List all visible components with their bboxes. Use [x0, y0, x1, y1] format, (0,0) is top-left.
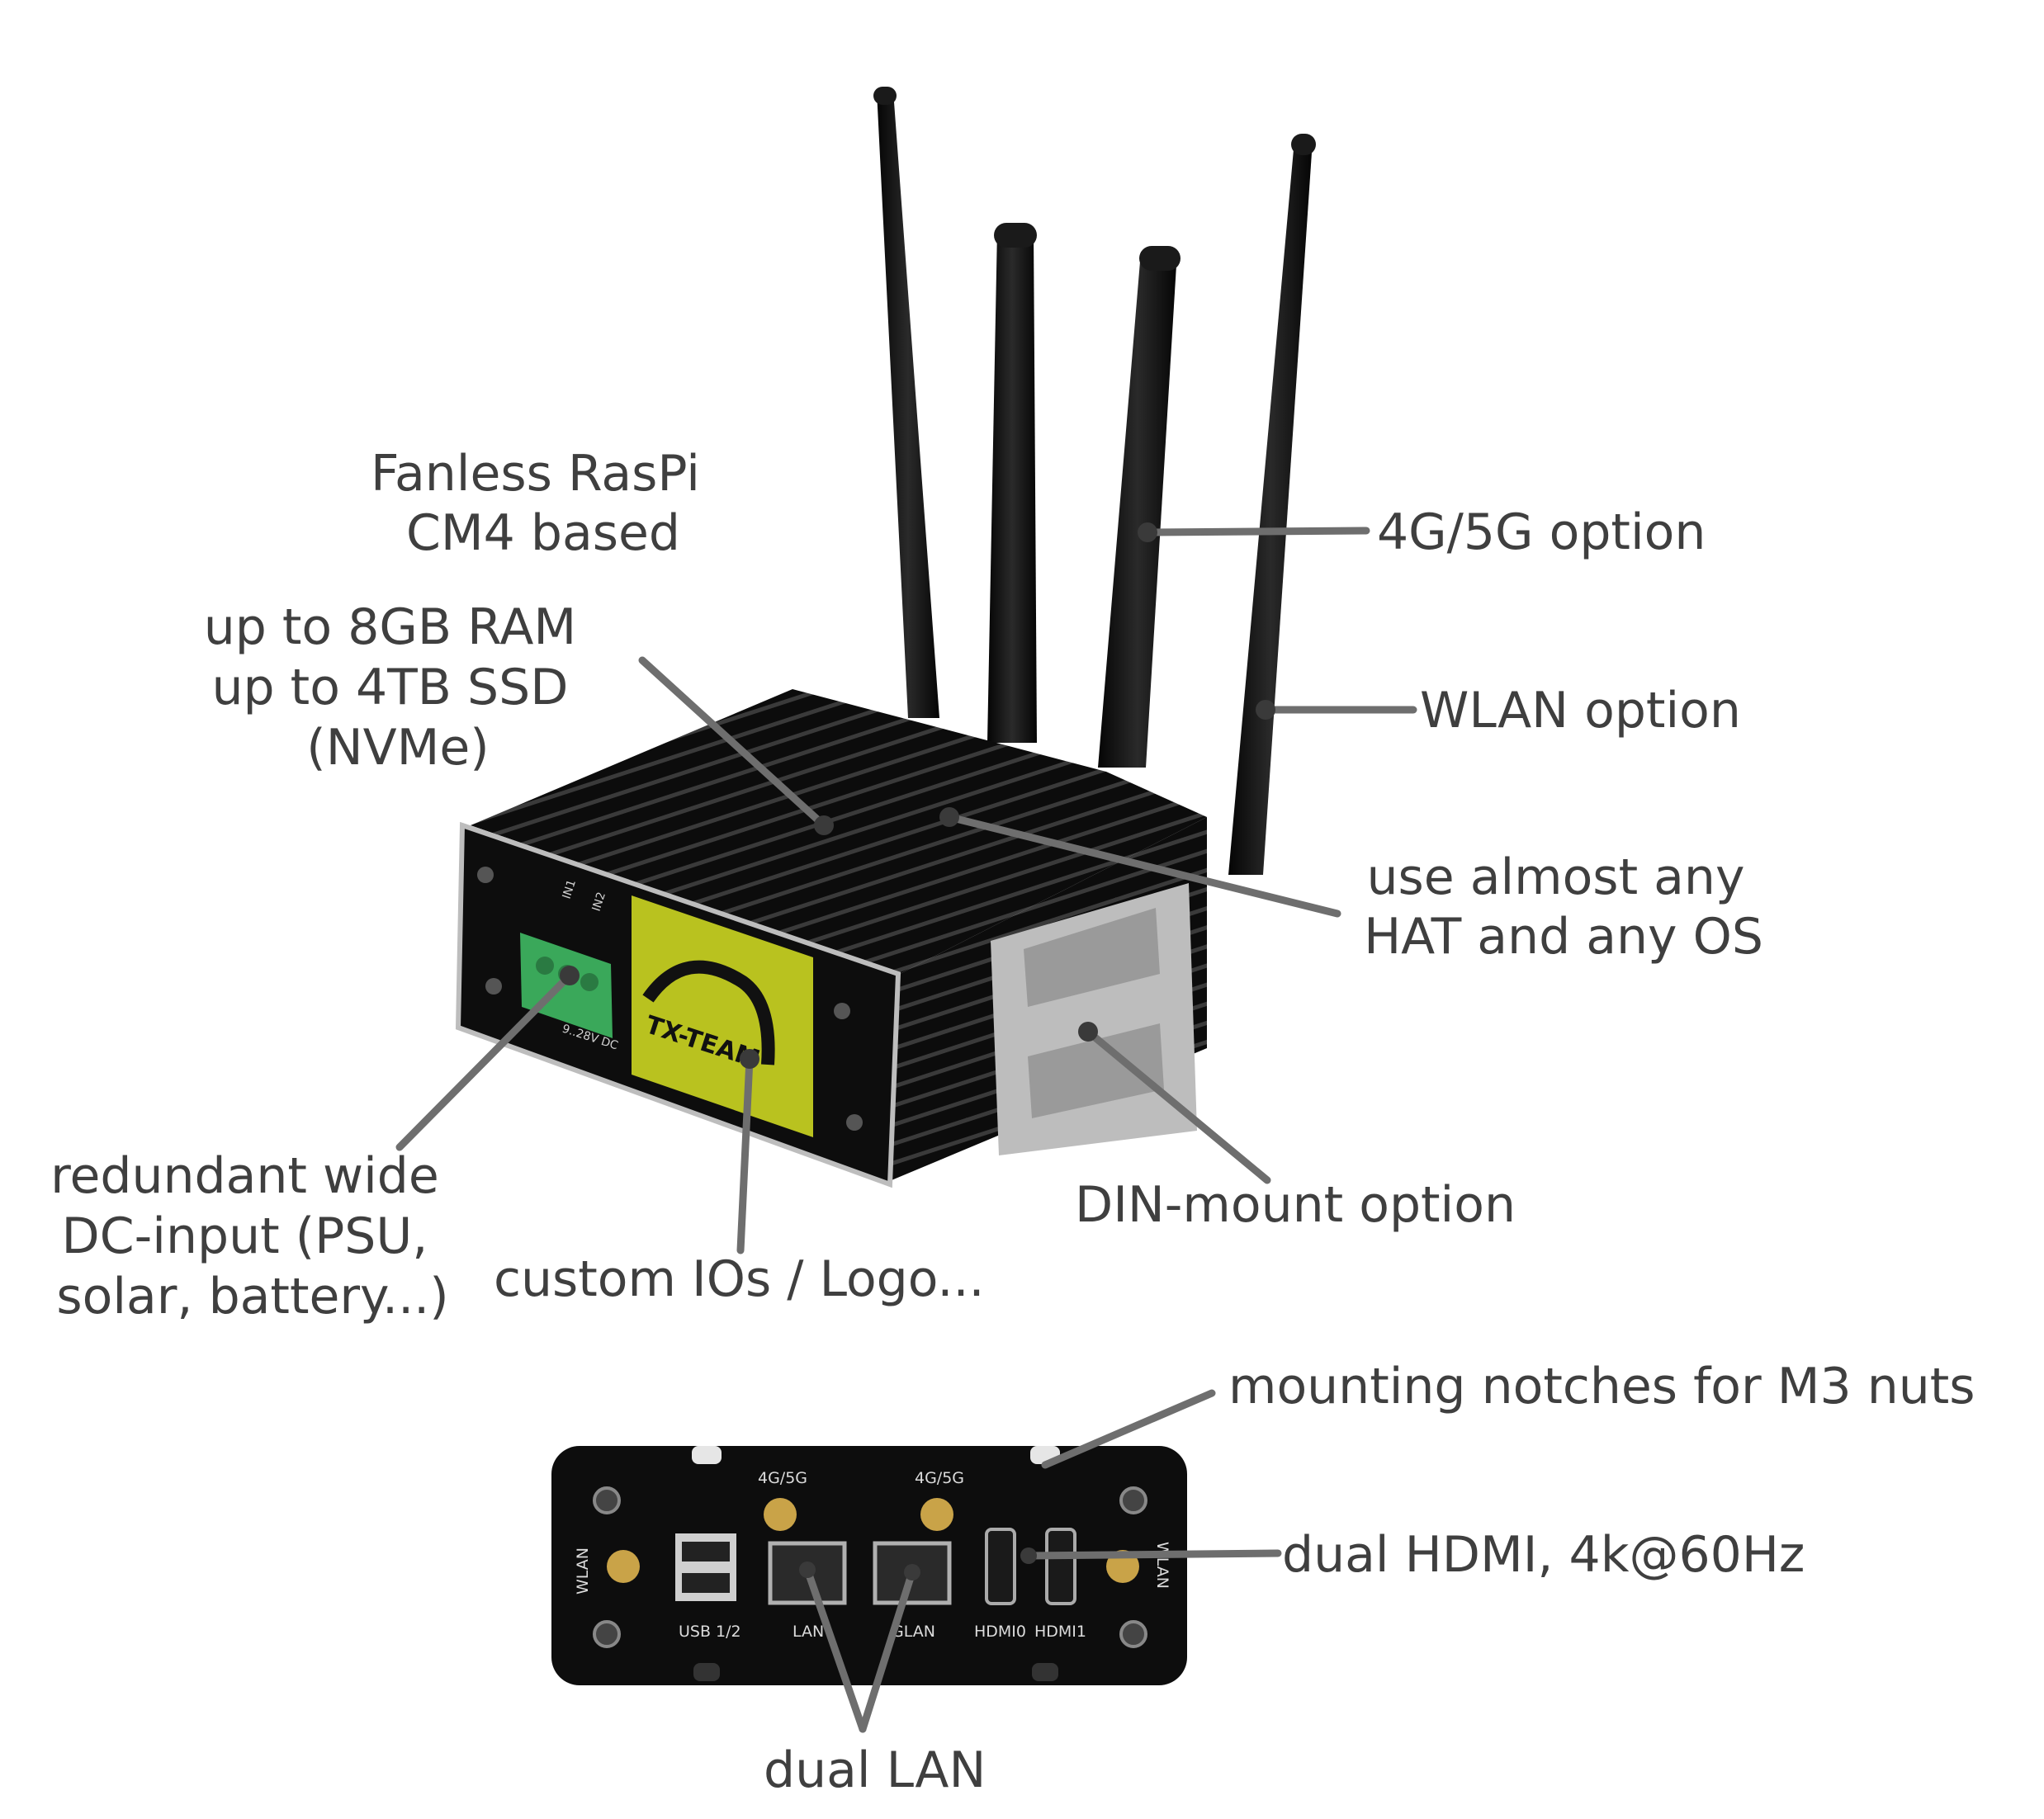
callout-hdmi: dual HDMI, 4k@60Hz [1282, 1526, 1805, 1584]
antenna-4 [1228, 140, 1313, 875]
sma-4g-right [920, 1498, 953, 1531]
sma-wlan-left [607, 1550, 640, 1583]
label-wlan-left: WLAN [574, 1547, 592, 1595]
logo-arc [642, 960, 775, 1065]
logo-panel [632, 895, 813, 1137]
callout-dc-input: redundant wide DC-input (PSU, solar, bat… [50, 1147, 455, 1325]
terminal-label-in2: IN2 [590, 891, 608, 913]
leader-dc [395, 971, 574, 1151]
hdmi1-port [1045, 1528, 1076, 1605]
leader-mounting [1041, 1389, 1216, 1469]
antenna-1 [877, 91, 939, 718]
lan-port [768, 1541, 847, 1605]
din-clip [991, 883, 1197, 1155]
callout-din: DIN-mount option [1075, 1176, 1516, 1234]
sma-4g-left [764, 1498, 797, 1531]
hdmi0-port [985, 1528, 1016, 1605]
antennas [873, 87, 1316, 875]
leader-lan-b [859, 1568, 916, 1733]
callout-lan: dual LAN [764, 1741, 986, 1799]
label-4g-left: 4G/5G [758, 1469, 807, 1487]
callouts: Fanless RasPi CM4 based up to 8GB RAM up… [50, 445, 1975, 1799]
leader-custom [736, 1055, 754, 1254]
antenna-3 [1098, 252, 1177, 768]
leader-din [1084, 1028, 1271, 1184]
antenna-2 [987, 229, 1037, 743]
leader-hdmi [1024, 1549, 1282, 1560]
callout-memory: up to 8GB RAM up to 4TB SSD (NVMe) [204, 598, 593, 777]
callout-mounting: mounting notches for M3 nuts [1228, 1358, 1975, 1415]
callout-custom-io: custom IOs / Logo... [494, 1250, 985, 1308]
label-wlan-right: WLAN [1153, 1542, 1171, 1589]
callout-wlan: WLAN option [1420, 682, 1741, 739]
leader-cellular [1143, 527, 1370, 536]
label-hdmi0: HDMI0 [974, 1623, 1026, 1641]
callout-hat: use almost any HAT and any OS [1364, 848, 1763, 966]
label-lan: LAN [793, 1623, 824, 1641]
terminal-label-in1: IN1 [561, 878, 579, 900]
heatsink-top [471, 689, 1207, 974]
label-glan: GLAN [892, 1623, 935, 1641]
label-usb: USB 1/2 [679, 1623, 741, 1641]
callout-cm4: Fanless RasPi CM4 based [371, 445, 716, 562]
leader-memory [638, 656, 828, 829]
callout-cellular: 4G/5G option [1377, 503, 1706, 561]
leader-hat [945, 813, 1341, 918]
mounting-notch [692, 1446, 722, 1464]
leader-lines [395, 522, 1417, 1733]
label-hdmi1: HDMI1 [1034, 1623, 1086, 1641]
back-panel: 4G/5G 4G/5G USB 1/2 LAN GLAN HDMI0 HDMI1… [551, 1446, 1187, 1685]
leader-lan-a [803, 1566, 867, 1733]
label-4g-right: 4G/5G [915, 1469, 964, 1487]
